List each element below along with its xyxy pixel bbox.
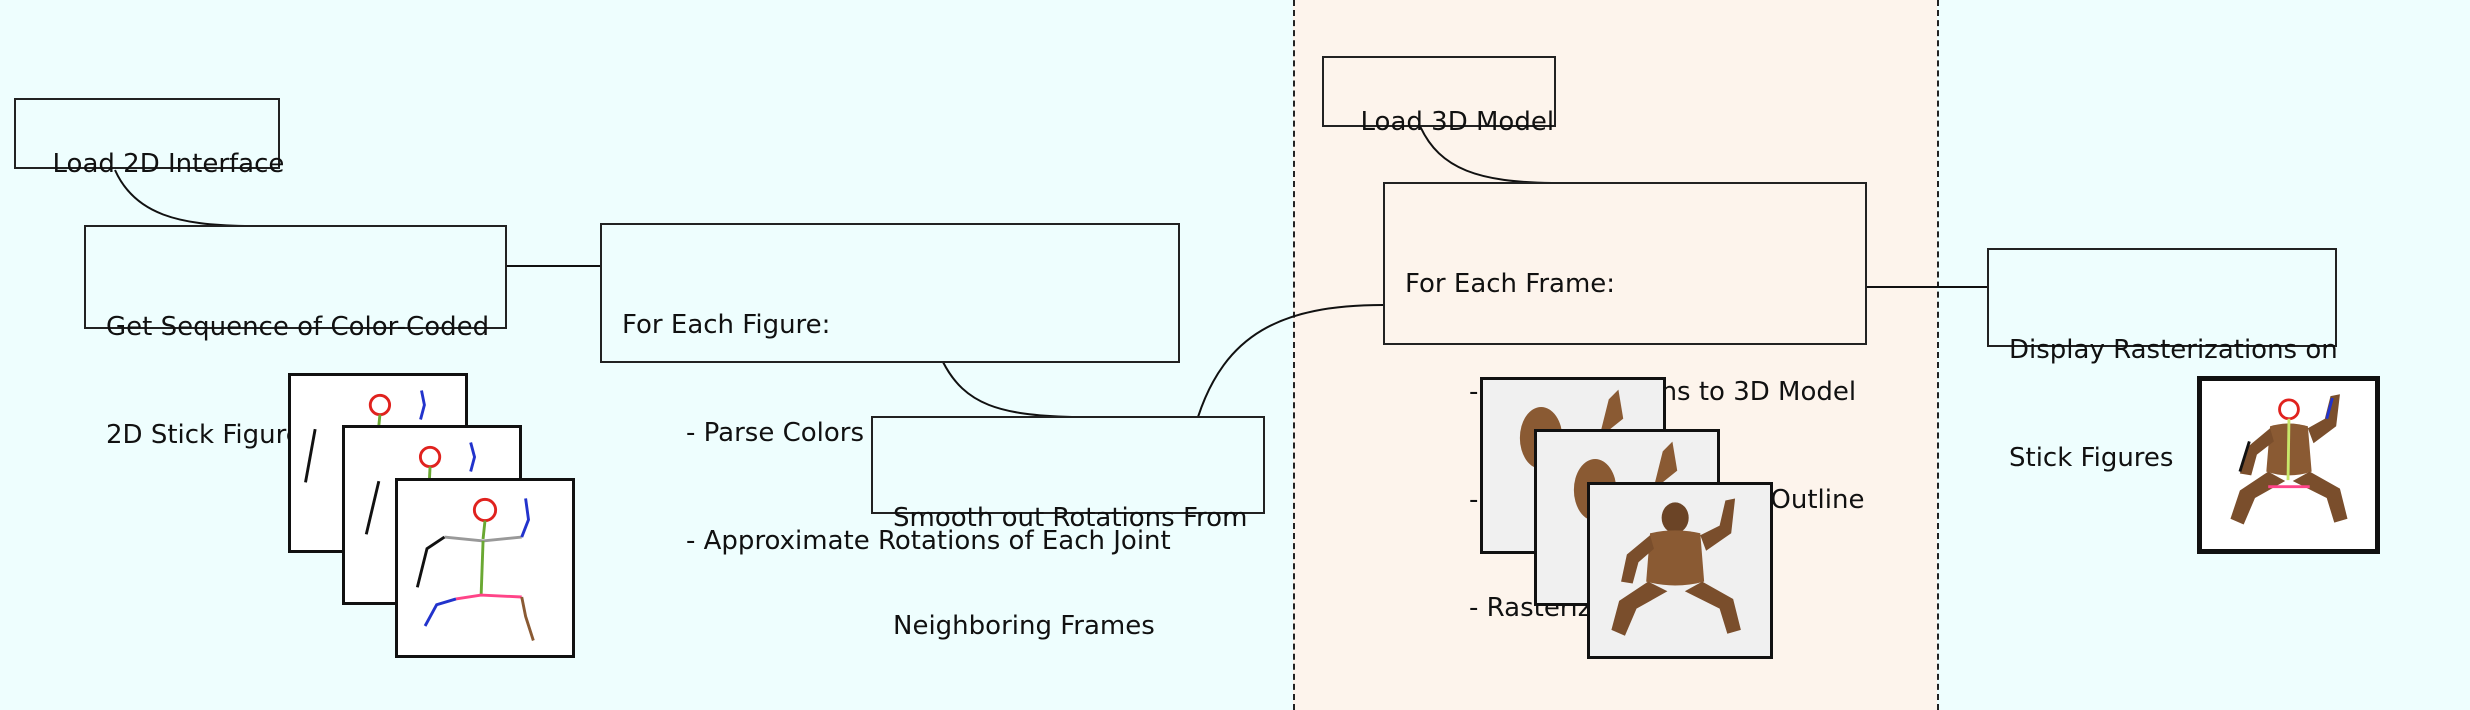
smooth-rotations-line-1: Smooth out Rotations From [893,503,1248,533]
display-rasterizations-line-1: Display Rasterizations on [2009,335,2338,365]
get-sequence-line-1: Get Sequence of Color-Coded [106,312,490,342]
connector-figure-to-smooth [942,361,1073,418]
stick-figure-frame-3 [395,478,575,658]
for-each-figure-title: For Each Figure: [622,310,831,340]
load-3d-model-box: Load 3D Model [1322,56,1556,137]
smooth-rotations-box: Smooth out Rotations From Neighboring Fr… [871,416,1265,641]
stage-divider-left [1293,0,1295,710]
connector-smooth-to-frame [1197,304,1384,418]
for-each-frame-box: For Each Frame: - Apply Rotations to 3D … [1383,182,1867,623]
stick-figure-image [415,497,535,641]
model-render-frame-3 [1587,482,1773,659]
combined-display-frame [2197,376,2380,554]
for-each-frame-title: For Each Frame: [1405,269,1616,299]
smooth-rotations-line-2: Neighboring Frames [893,611,1155,641]
get-sequence-box: Get Sequence of Color-Coded 2D Stick Fig… [84,225,507,450]
stick-figure-image [304,390,426,483]
display-rasterizations-line-2: Stick Figures [2009,443,2174,473]
for-each-figure-box: For Each Figure: - Parse Colors of Diffe… [600,223,1180,556]
load-2d-interface-label: Load 2D Interface [52,149,285,179]
stage-display-background [1937,0,2470,710]
model-render-image [1611,498,1741,636]
load-3d-model-label: Load 3D Model [1360,107,1555,137]
for-each-figure-item-2: - Approximate Rotations of Each Joint [686,526,1171,556]
load-2d-interface-box: Load 2D Interface [14,98,284,179]
combined-display-image [2230,394,2348,525]
display-rasterizations-box: Display Rasterizations on Stick Figures [1987,248,2338,473]
stage-divider-right [1937,0,1939,710]
